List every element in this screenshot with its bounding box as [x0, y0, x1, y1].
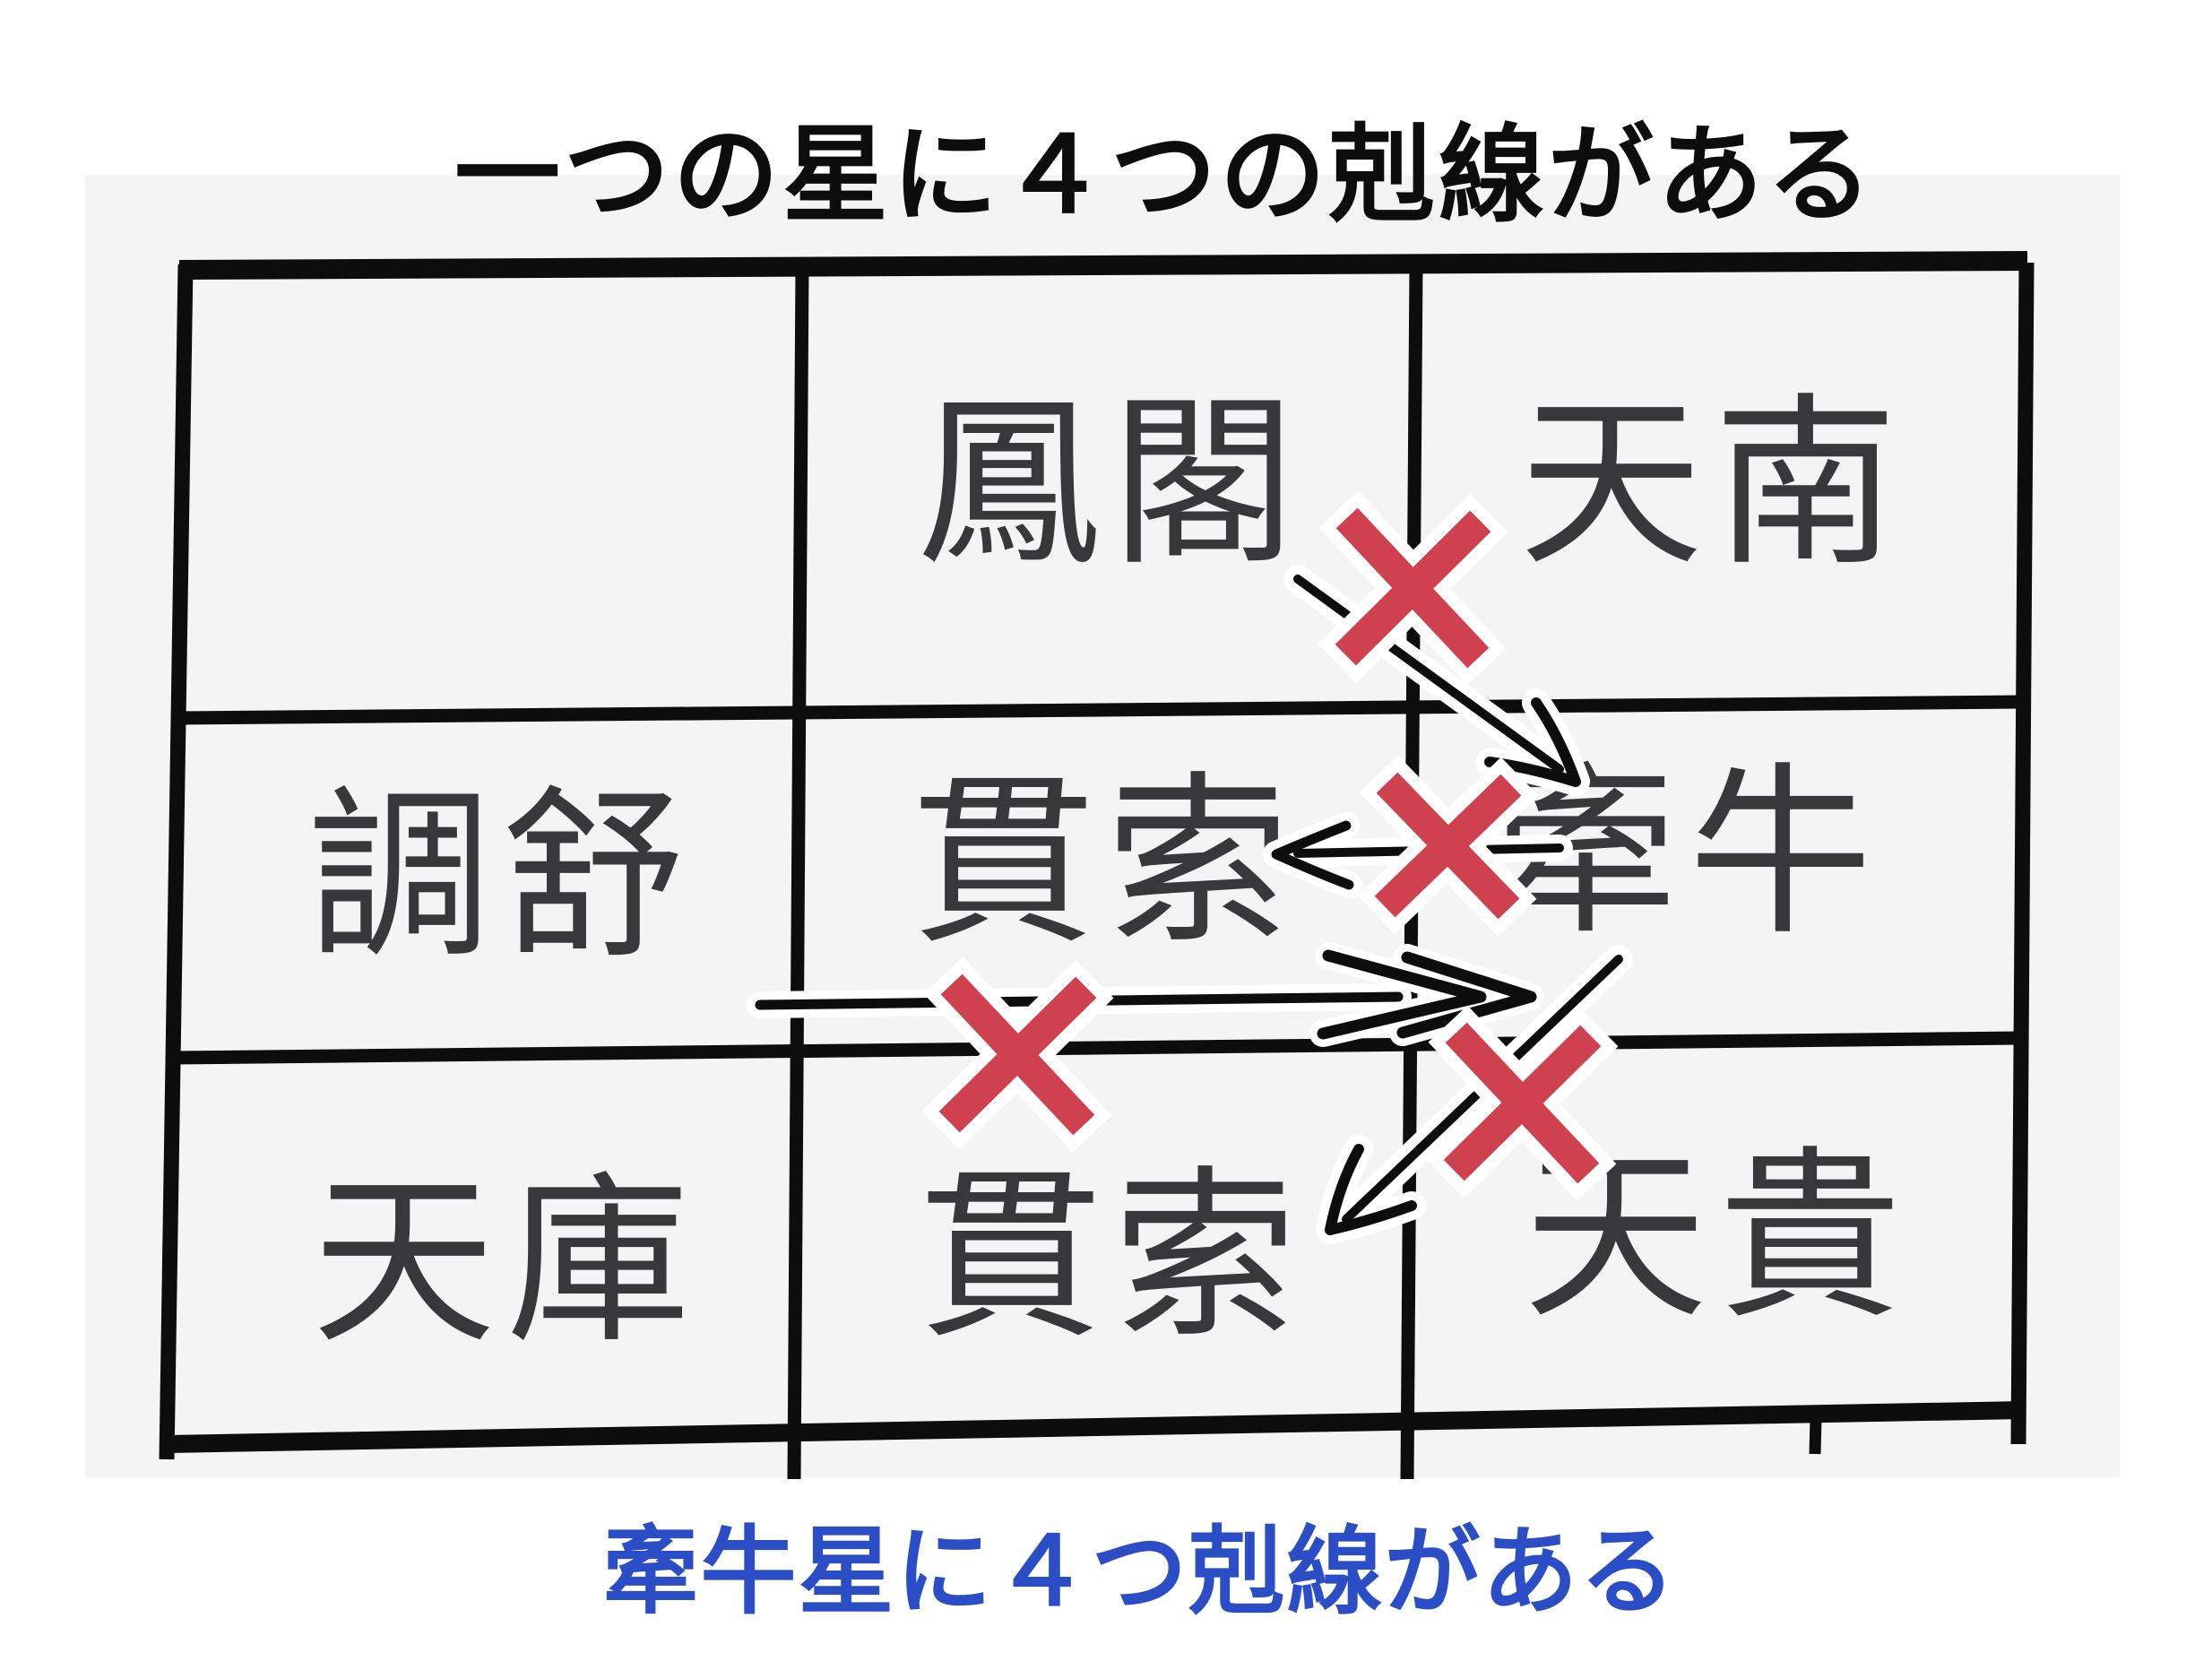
cell-label-kansaku-middle: 貫索 — [912, 760, 1300, 965]
bottom-margin — [0, 1479, 2212, 1670]
x-mark-2-cross — [1374, 772, 1522, 920]
grid — [159, 251, 2035, 1480]
arrow-kengyu-to-kansaku-mid-head — [1271, 820, 1354, 890]
grid-border-right — [2010, 262, 2035, 1445]
cell-label-hokaku: 鳳閣 — [917, 382, 1306, 587]
photo-background — [85, 175, 2120, 1477]
cell-label-tennan: 天南 — [1519, 382, 1908, 587]
arrow-horizontal-to-kengyu-head-rear — [1317, 949, 1487, 1040]
grid-border-top — [178, 251, 2028, 280]
grid-divider-vertical-1 — [787, 265, 809, 1480]
diagram-title: 一つの星に４つの剋線がある — [454, 117, 1876, 235]
x-mark-1 — [1318, 490, 1508, 686]
cell-label-tenko: 天庫 — [312, 1160, 701, 1365]
grid-border-bottom — [168, 1401, 2025, 1453]
arrow-hokaku-to-kengyu-shaft — [1293, 575, 1564, 774]
x-mark-3-cross — [938, 973, 1097, 1136]
cell-label-chojo: 調舒 — [307, 774, 696, 980]
x-mark-4-cross — [1443, 1022, 1602, 1184]
x-mark-3 — [921, 956, 1114, 1153]
grid-border-left — [159, 264, 194, 1460]
arrow-kengyu-to-kansaku-bottom-head — [1325, 1144, 1417, 1235]
cell-label-kansaku-bottom: 貫索 — [919, 1155, 1308, 1360]
arrow-horizontal-to-kengyu-head-front — [1396, 951, 1537, 1039]
grid-divider-horizontal-2 — [171, 1031, 2021, 1065]
x-marks — [921, 490, 1619, 1201]
cell-labels: 鳳閣 天南 調舒 貫索 牽牛 天庫 貫索 天貴 — [307, 382, 1908, 1365]
grid-stub-cropped-row — [1809, 1417, 1822, 1455]
grid-divider-horizontal-1 — [177, 695, 2024, 725]
x-mark-4 — [1426, 1005, 1619, 1201]
caption-text: 牽牛星に４つ剋線がある — [602, 1518, 1677, 1625]
x-mark-1-cross — [1335, 507, 1491, 669]
x-mark-2 — [1357, 755, 1539, 937]
top-margin — [0, 0, 2212, 175]
